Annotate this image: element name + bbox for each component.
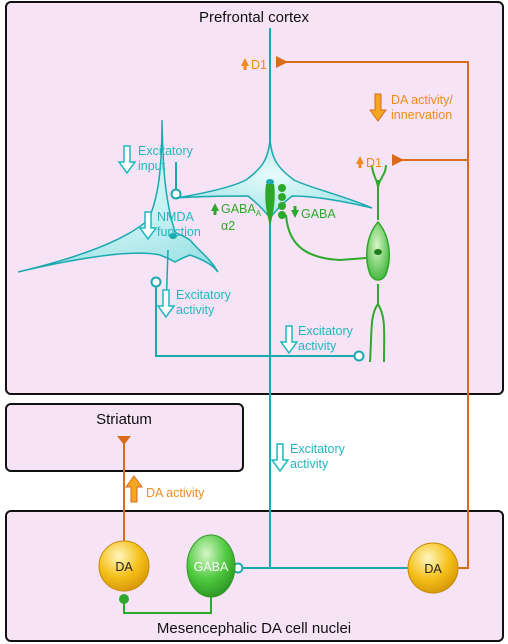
d1-top-label: D1 bbox=[251, 58, 267, 72]
synapse-terminal-icon bbox=[150, 276, 162, 288]
excitatory-input-label: Excitatory bbox=[138, 144, 194, 158]
excitatory-activity-lower-label-2: activity bbox=[290, 457, 329, 471]
up-arrow-icon bbox=[211, 203, 219, 215]
nmda-label-2: function bbox=[157, 225, 201, 239]
down-arrow-icon bbox=[117, 145, 299, 473]
excitatory-input-label-2: input bbox=[138, 159, 166, 173]
gaba-down-label: GABA bbox=[301, 207, 336, 221]
d1-right-label: D1 bbox=[366, 156, 382, 170]
striatum-da-activity-label: DA activity bbox=[146, 486, 205, 500]
excitatory-activity-mid-label-2: activity bbox=[298, 339, 337, 353]
synapse-terminal-icon bbox=[353, 350, 365, 362]
synapse-terminal-icon bbox=[119, 594, 129, 604]
da-neuron-right: DA bbox=[407, 542, 459, 594]
gaba-neuron-label: GABA bbox=[194, 560, 229, 574]
gaba-a-label: GABAA bbox=[221, 202, 262, 218]
d1-top-terminal bbox=[276, 56, 288, 68]
dopamine-pathway bbox=[123, 61, 469, 569]
prefrontal-cortex-title: Prefrontal cortex bbox=[199, 9, 310, 26]
da-activity-label: DA activity/ bbox=[391, 93, 453, 107]
da-innervation-label: innervation bbox=[391, 108, 452, 122]
up-arrow-icon bbox=[125, 475, 143, 503]
synapse-terminal-icon bbox=[170, 188, 182, 200]
striatum-terminal bbox=[117, 436, 131, 445]
excitatory-pathway bbox=[155, 28, 440, 569]
excitatory-activity-left-label-2: activity bbox=[176, 303, 215, 317]
excitatory-activity-left-label: Excitatory bbox=[176, 288, 232, 302]
da-neuron-left-label: DA bbox=[115, 560, 133, 574]
gaba-synapse-cluster bbox=[265, 184, 367, 262]
gaba-neuron: GABA bbox=[186, 534, 236, 598]
excitatory-activity-lower-label: Excitatory bbox=[290, 442, 346, 456]
da-neuron-left: DA bbox=[98, 540, 150, 592]
striatum-title: Striatum bbox=[96, 411, 152, 428]
down-arrow-icon bbox=[369, 93, 387, 122]
midbrain-title: Mesencephalic DA cell nuclei bbox=[157, 620, 351, 637]
interneuron-icon bbox=[365, 164, 391, 363]
nmda-label: NMDA bbox=[157, 210, 194, 224]
alpha2-label: α2 bbox=[221, 219, 235, 233]
da-neuron-right-label: DA bbox=[424, 562, 442, 576]
d1-right-terminal bbox=[392, 154, 404, 166]
down-arrow-icon bbox=[291, 206, 299, 218]
up-arrow-icon bbox=[241, 58, 364, 168]
excitatory-activity-mid-label: Excitatory bbox=[298, 324, 354, 338]
gaba-to-da-connection bbox=[123, 597, 212, 614]
